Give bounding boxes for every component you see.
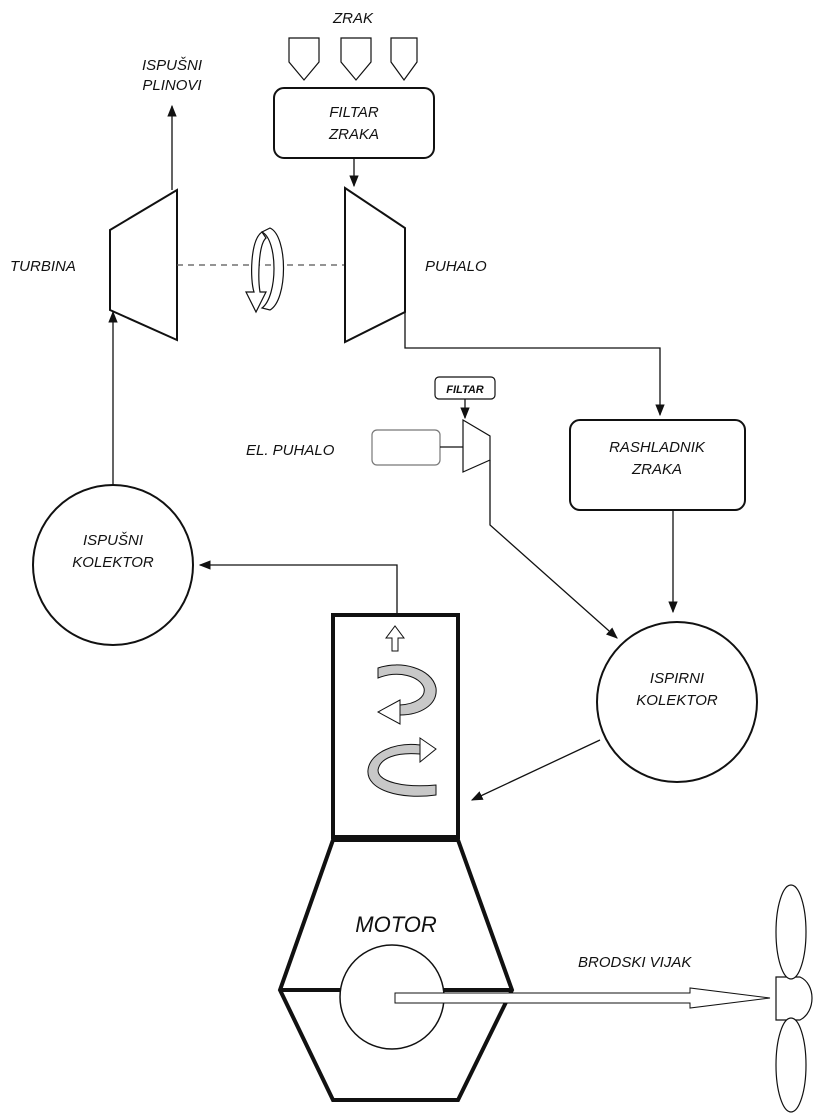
electric-blower-to-scavenge-line xyxy=(489,460,618,639)
blower-to-cooler-line xyxy=(404,312,665,417)
turbine-label: TURBINA xyxy=(10,258,76,275)
air-filter-label-1: FILTAR xyxy=(329,104,379,121)
cylinder-box xyxy=(331,613,460,839)
propeller-icon xyxy=(775,884,813,1113)
scavenge-receiver-label-1: ISPIRNI xyxy=(650,670,704,687)
electric-blower-shape xyxy=(462,418,491,473)
air-intake-arrows xyxy=(288,37,418,82)
propeller-label: BRODSKI VIJAK xyxy=(578,954,692,971)
exhaust-gas-label-1: ISPUŠNI xyxy=(142,57,202,74)
rotation-icon xyxy=(245,227,284,314)
exhaust-up-arrow xyxy=(385,625,405,652)
blower-label: PUHALO xyxy=(425,258,487,275)
air-label: ZRAK xyxy=(332,10,374,27)
electric-motor-box xyxy=(371,429,441,466)
swirl-icon xyxy=(367,664,437,797)
exhaust-gas-label-2: PLINOVI xyxy=(142,77,201,94)
turbine-shape xyxy=(109,188,178,342)
exhaust-receiver-label-2: KOLEKTOR xyxy=(72,554,154,571)
scavenge-to-cylinder-arrow xyxy=(470,739,601,801)
blower-shape xyxy=(344,186,406,344)
engine-label: MOTOR xyxy=(355,912,437,937)
exhaust-receiver-label-1: ISPUŠNI xyxy=(83,532,143,549)
small-filter-label: FILTAR xyxy=(446,384,484,396)
cylinder-to-exhaust-receiver-line xyxy=(198,560,398,615)
scavenge-receiver-label-2: KOLEKTOR xyxy=(636,692,718,709)
air-cooler-box xyxy=(569,419,746,511)
propeller-shaft-arrow xyxy=(394,987,771,1009)
air-filter-label-2: ZRAKA xyxy=(328,126,379,143)
air-cooler-label-2: ZRAKA xyxy=(631,461,682,478)
air-filter-box xyxy=(273,87,435,159)
scavenge-receiver-circle xyxy=(596,621,758,783)
air-cooler-label-1: RASHLADNIK xyxy=(609,439,706,456)
electric-blower-label: EL. PUHALO xyxy=(246,442,335,459)
